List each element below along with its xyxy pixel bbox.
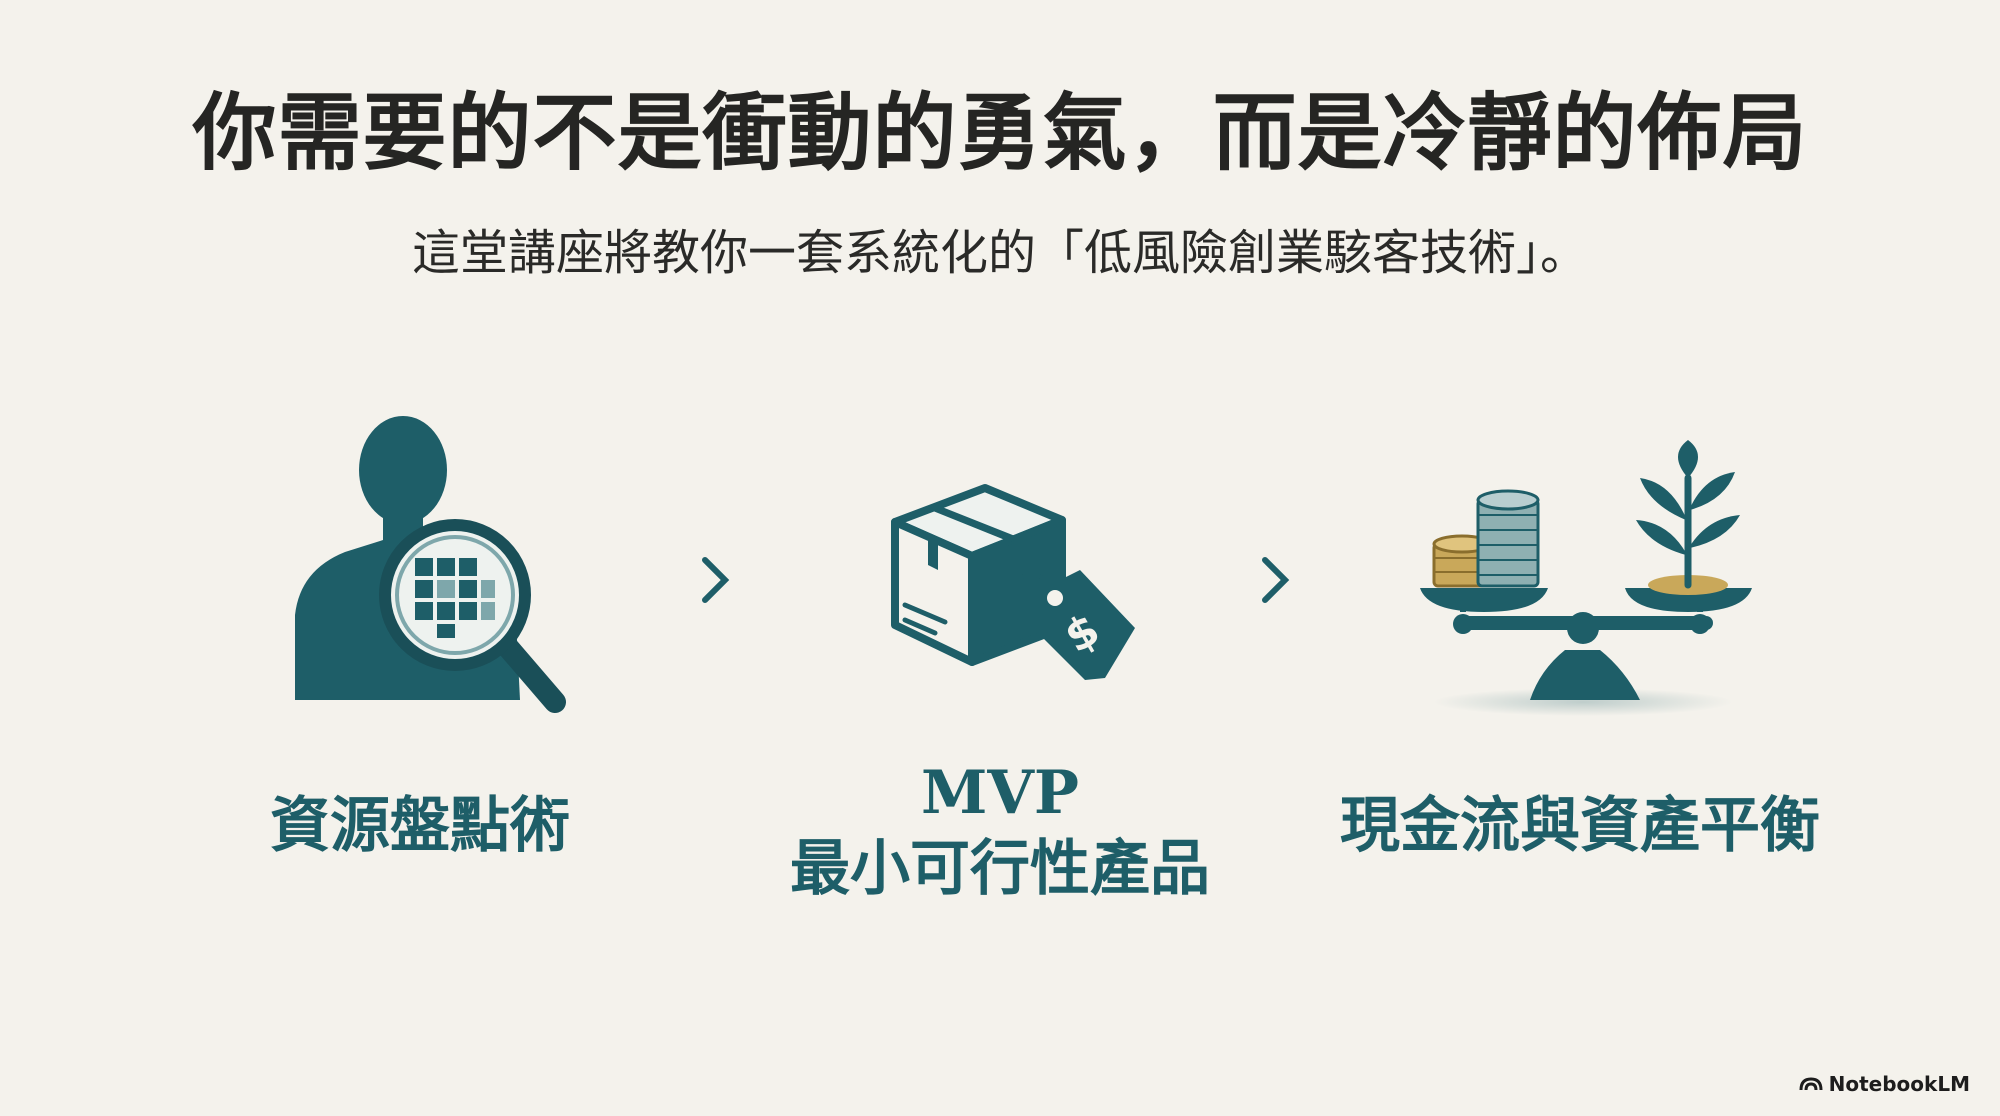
balance-scale-icon (1420, 440, 1752, 716)
sprout (1636, 440, 1740, 589)
step-label-mvp: MVP 最小可行性產品 (750, 755, 1250, 907)
watermark-text: NotebookLM (1828, 1072, 1970, 1096)
teal-coins (1476, 489, 1540, 588)
arrow-2 (1090, 557, 1420, 603)
person-magnifier-icon (295, 416, 566, 713)
step-label-mvp-line1: MVP (920, 758, 1080, 828)
notebooklm-logo-icon (1799, 1077, 1823, 1091)
step-label-cashflow-balance: 現金流與資產平衡 (1340, 791, 1820, 861)
arrow-1 (550, 557, 870, 603)
notebooklm-watermark: NotebookLM (1799, 1072, 1970, 1096)
box-price-tag-icon: $ (891, 484, 1135, 680)
page-subtitle: 這堂講座將教你一套系統化的「低風險創業駭客技術」。 (411, 225, 1588, 281)
flow-diagram: $ (295, 416, 1752, 716)
step-label-resource-inventory: 資源盤點術 (270, 791, 570, 861)
page-title: 你需要的不是衝動的勇氣，而是冷靜的佈局 (192, 83, 1808, 182)
step-label-mvp-line2: 最小可行性產品 (790, 834, 1210, 904)
